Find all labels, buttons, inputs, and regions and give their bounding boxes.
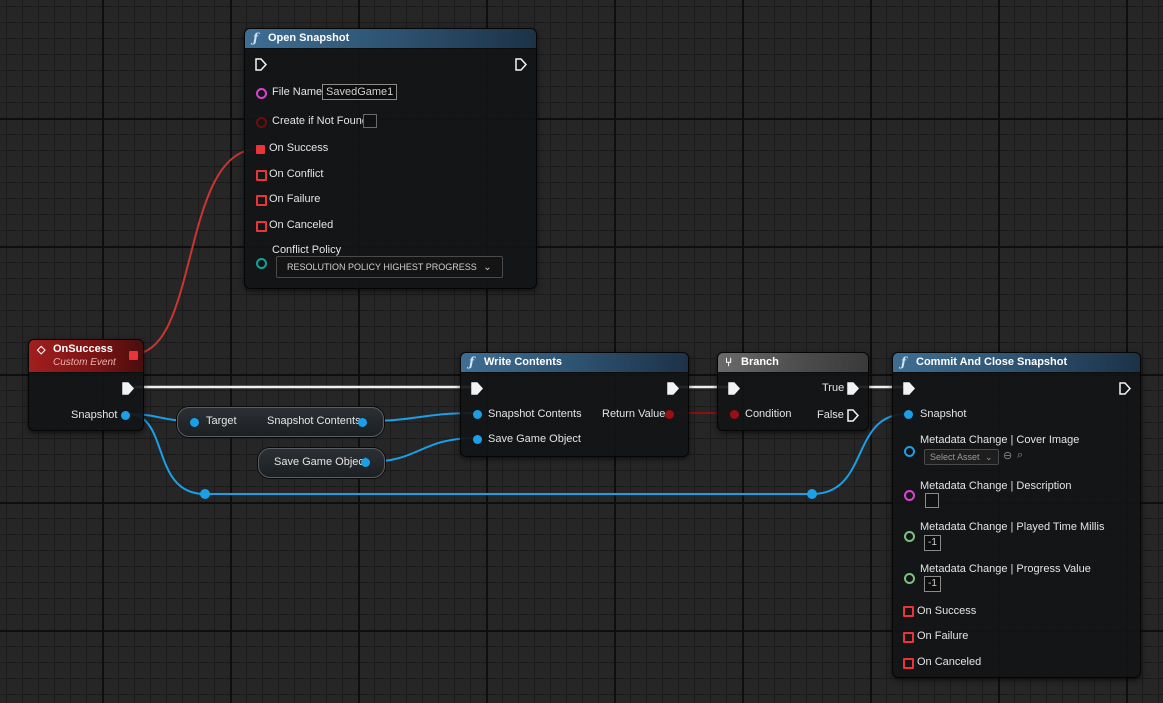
target-pin[interactable] xyxy=(190,418,199,427)
on-success-pin[interactable] xyxy=(903,606,914,617)
true-exec-pin-icon[interactable] xyxy=(847,382,859,395)
exec-out-pin-icon[interactable] xyxy=(667,382,679,395)
node-header[interactable]: ƒ Write Contents xyxy=(461,353,688,373)
description-label: Metadata Change | Description xyxy=(920,480,1072,492)
node-title: Write Contents xyxy=(484,356,563,368)
cover-image-label: Metadata Change | Cover Image xyxy=(920,434,1080,446)
create-if-not-found-pin[interactable] xyxy=(256,117,267,128)
event-header[interactable]: ◇ OnSuccess Custom Event xyxy=(29,340,143,373)
file-name-input[interactable]: SavedGame1 xyxy=(322,84,398,100)
chevron-down-icon: ⌄ xyxy=(483,262,492,273)
exec-out-pin-icon[interactable] xyxy=(515,58,527,71)
file-name-pin[interactable] xyxy=(256,88,267,99)
function-icon: ƒ xyxy=(469,355,475,369)
exec-in-pin-icon[interactable] xyxy=(255,58,267,71)
snapshot-contents-label: Snapshot Contents xyxy=(267,415,361,427)
event-subtitle: Custom Event xyxy=(53,357,116,368)
conflict-policy-pin[interactable] xyxy=(256,258,267,269)
false-label: False xyxy=(817,409,844,421)
on-success-event-node[interactable]: ◇ OnSuccess Custom Event Snapshot xyxy=(28,339,144,431)
snapshot-contents-in-pin[interactable] xyxy=(473,410,482,419)
on-canceled-label: On Canceled xyxy=(917,656,982,668)
progress-value-pin[interactable] xyxy=(904,573,915,584)
return-value-label: Return Value xyxy=(602,408,666,420)
save-game-object-pin[interactable] xyxy=(361,458,370,467)
file-name-label: File Name xyxy=(272,86,323,98)
use-selected-icon[interactable]: ⊖ xyxy=(1003,450,1013,462)
node-title: Branch xyxy=(741,356,779,368)
chevron-down-icon: ⌄ xyxy=(985,452,993,462)
exec-in-pin-icon[interactable] xyxy=(903,382,915,395)
on-success-label: On Success xyxy=(917,605,977,617)
played-time-input[interactable]: -1 xyxy=(924,535,941,551)
exec-out-pin-icon[interactable] xyxy=(122,382,134,395)
progress-value-input[interactable]: -1 xyxy=(924,576,941,592)
cover-image-pin[interactable] xyxy=(904,446,915,457)
save-game-object-in-pin[interactable] xyxy=(473,435,482,444)
on-canceled-pin[interactable] xyxy=(903,658,914,669)
progress-value-label: Metadata Change | Progress Value xyxy=(920,563,1091,575)
save-game-object-label: Save Game Object xyxy=(274,456,367,468)
exec-in-pin-icon[interactable] xyxy=(471,382,483,395)
on-failure-pin[interactable] xyxy=(903,632,914,643)
select-asset-dropdown[interactable]: Select Asset ⌄ xyxy=(924,449,999,465)
on-canceled-label: On Canceled xyxy=(269,219,334,231)
condition-pin[interactable] xyxy=(730,410,739,419)
snapshot-label: Snapshot xyxy=(920,408,967,420)
reroute-knot xyxy=(807,489,817,499)
create-if-not-found-label: Create if Not Found xyxy=(272,115,368,127)
event-title: OnSuccess xyxy=(53,343,113,355)
node-title: Commit And Close Snapshot xyxy=(916,356,1068,368)
snapshot-contents-label: Snapshot Contents xyxy=(488,408,582,420)
write-contents-node[interactable]: ƒ Write Contents Snapshot Contents Retur… xyxy=(460,352,689,457)
played-time-label: Metadata Change | Played Time Millis xyxy=(920,521,1105,533)
played-time-pin[interactable] xyxy=(904,531,915,542)
snapshot-contents-accessor[interactable]: Target Snapshot Contents xyxy=(177,407,384,437)
on-conflict-label: On Conflict xyxy=(269,168,324,180)
wire-onsuccess-exec xyxy=(132,148,259,355)
description-input[interactable] xyxy=(925,493,939,508)
open-snapshot-node[interactable]: ƒ Open Snapshot File Name SavedGame1 Cre… xyxy=(244,28,537,289)
commit-and-close-snapshot-node[interactable]: ƒ Commit And Close Snapshot Snapshot Met… xyxy=(892,352,1141,678)
snapshot-in-pin[interactable] xyxy=(904,410,913,419)
save-game-object-variable[interactable]: Save Game Object xyxy=(258,448,385,478)
node-header[interactable]: ƒ Commit And Close Snapshot xyxy=(893,353,1140,373)
conflict-policy-value: RESOLUTION POLICY HIGHEST PROGRESS xyxy=(287,262,477,272)
function-icon: ƒ xyxy=(253,31,259,45)
select-asset-value: Select Asset xyxy=(930,452,980,462)
exec-in-pin-icon[interactable] xyxy=(728,382,740,395)
exec-out-pin-icon[interactable] xyxy=(1119,382,1131,395)
on-success-pin[interactable] xyxy=(256,145,265,154)
conflict-policy-dropdown[interactable]: RESOLUTION POLICY HIGHEST PROGRESS ⌄ xyxy=(276,256,503,278)
return-value-pin[interactable] xyxy=(665,410,674,419)
snapshot-label: Snapshot xyxy=(71,409,118,421)
on-canceled-pin[interactable] xyxy=(256,221,267,232)
description-pin[interactable] xyxy=(904,490,915,501)
on-success-label: On Success xyxy=(269,142,329,154)
on-failure-label: On Failure xyxy=(269,193,321,205)
on-failure-label: On Failure xyxy=(917,630,969,642)
target-label: Target xyxy=(206,415,237,427)
conflict-policy-label: Conflict Policy xyxy=(272,244,342,256)
on-conflict-pin[interactable] xyxy=(256,170,267,181)
search-icon[interactable]: ⌕ xyxy=(1017,449,1024,461)
save-game-object-label: Save Game Object xyxy=(488,433,581,445)
condition-label: Condition xyxy=(745,408,792,420)
branch-icon: ⑂ xyxy=(725,355,733,369)
snapshot-contents-pin[interactable] xyxy=(358,418,367,427)
false-exec-pin-icon[interactable] xyxy=(847,409,859,422)
reroute-knot xyxy=(200,489,210,499)
on-failure-pin[interactable] xyxy=(256,195,267,206)
function-icon: ƒ xyxy=(901,355,907,369)
node-title: Open Snapshot xyxy=(268,32,350,44)
snapshot-out-pin[interactable] xyxy=(121,411,130,420)
delegate-pin[interactable] xyxy=(129,351,138,360)
branch-node[interactable]: ⑂ Branch True Condition False xyxy=(717,352,869,431)
create-if-not-found-checkbox[interactable] xyxy=(363,114,377,128)
true-label: True xyxy=(822,382,845,394)
event-icon: ◇ xyxy=(37,344,46,356)
node-header[interactable]: ⑂ Branch xyxy=(718,353,868,373)
node-header[interactable]: ƒ Open Snapshot xyxy=(245,29,536,49)
